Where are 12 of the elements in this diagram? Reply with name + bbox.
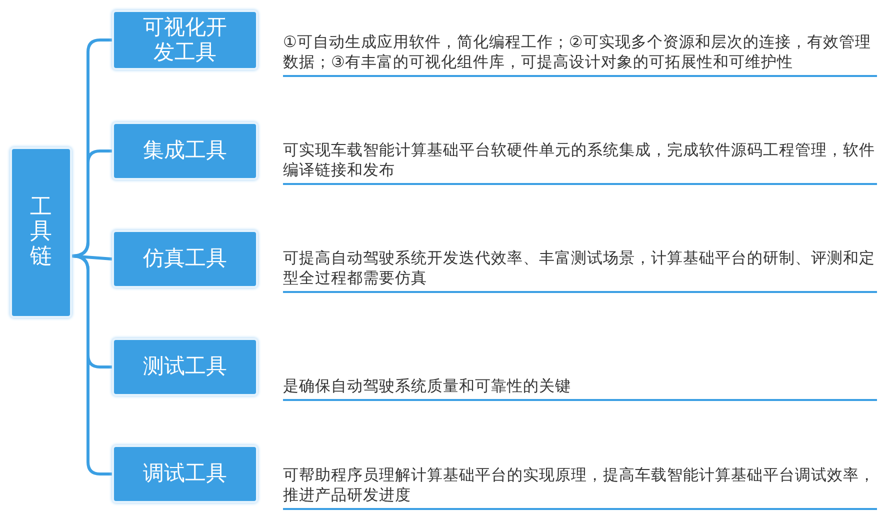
root-box: 工具链 [10, 147, 72, 318]
tool-box: 仿真工具 [112, 230, 258, 288]
description-text: 可帮助程序员理解计算基础平台的实现原理，提高车载智能计算基础平台调试效率，推进产品研发进度 [283, 449, 877, 510]
description-text: 是确保自动驾驶系统质量和可靠性的关键 [283, 340, 877, 401]
description-text: 可实现车载智能计算基础平台软硬件单元的系统集成，完成软件源码工程管理，软件编译链接和发布 [283, 124, 877, 185]
tool-box: 集成工具 [112, 122, 258, 180]
tool-box: 测试工具 [112, 338, 258, 396]
description-text: ①可自动生成应用软件，简化编程工作；②可实现多个资源和层次的连接，有效管理数据；③有丰富的可视化组件库，可提高设计对象的可拓展性和可维护性 [283, 14, 877, 77]
connector-line [72, 254, 112, 476]
tool-box: 调试工具 [112, 445, 258, 503]
description-text: 可提高自动驾驶系统开发迭代效率、丰富测试场景，计算基础平台的研制、评测和定型全过程都需要仿真 [283, 232, 877, 293]
tool-box: 可视化开发工具 [112, 10, 258, 70]
